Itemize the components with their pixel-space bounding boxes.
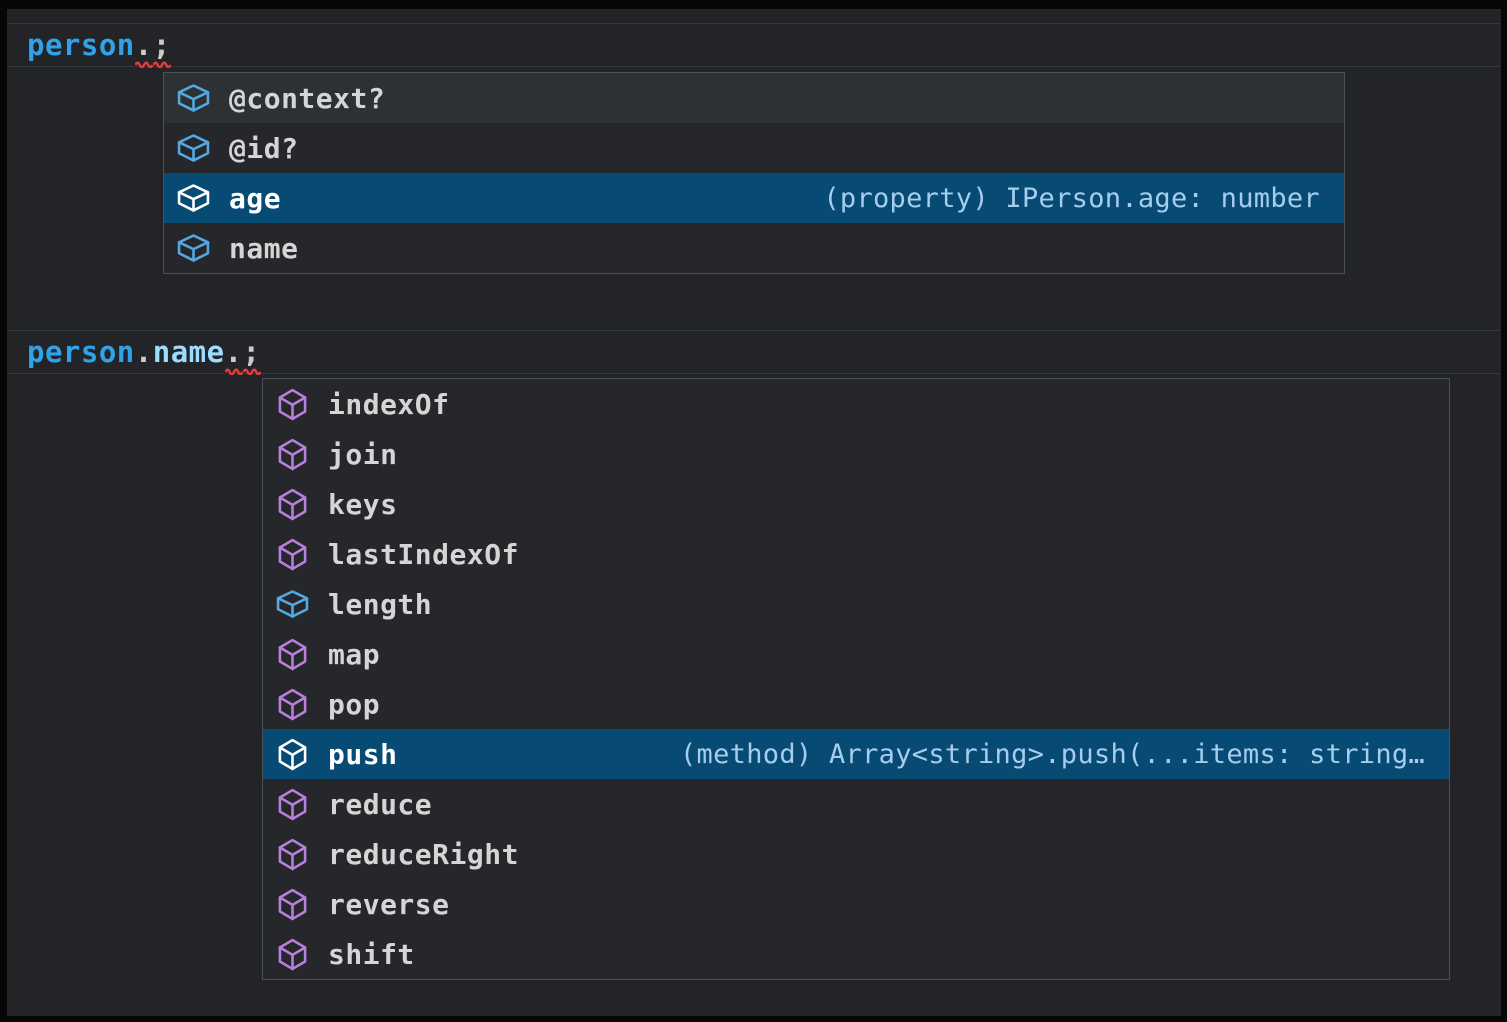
- symbol-method-icon: [276, 788, 309, 821]
- suggestion-item-length[interactable]: length: [263, 579, 1449, 629]
- symbol-method-icon: [276, 538, 309, 571]
- suggestion-item-reverse[interactable]: reverse: [263, 879, 1449, 929]
- suggestion-label: reduce: [328, 787, 433, 821]
- suggestion-label: age: [229, 181, 282, 215]
- suggestion-item-map[interactable]: map: [263, 629, 1449, 679]
- symbol-field-icon: [276, 588, 309, 621]
- code-line-1[interactable]: person.;: [7, 23, 1501, 68]
- suggestion-label: map: [328, 637, 381, 671]
- suggestion-item-context[interactable]: @context?: [164, 73, 1344, 123]
- symbol-method-icon: [276, 738, 309, 771]
- suggestion-label: lastIndexOf: [328, 537, 519, 571]
- code-token-semicolon: ;: [152, 30, 171, 68]
- symbol-method-icon: [276, 438, 309, 471]
- suggestion-item-pop[interactable]: pop: [263, 679, 1449, 729]
- suggestion-label: push: [328, 737, 398, 771]
- suggestion-item-id[interactable]: @id?: [164, 123, 1344, 173]
- symbol-method-icon: [276, 488, 309, 521]
- symbol-method-icon: [276, 688, 309, 721]
- symbol-field-icon: [177, 82, 210, 115]
- suggestion-item-name[interactable]: name: [164, 223, 1344, 273]
- symbol-method-icon: [276, 938, 309, 971]
- symbol-method-icon: [276, 388, 309, 421]
- code-token-variable: person: [27, 27, 135, 62]
- suggest-widget-2: indexOf join keys lastIndexOf: [262, 378, 1450, 980]
- code-token-semicolon: ;: [242, 337, 261, 375]
- suggestion-item-reduce[interactable]: reduce: [263, 779, 1449, 829]
- suggestion-label: length: [328, 587, 433, 621]
- code-editor[interactable]: person.; @context? @id? age: [7, 9, 1501, 1016]
- symbol-field-icon: [177, 232, 210, 265]
- suggestion-label: indexOf: [328, 387, 450, 421]
- suggestion-item-indexof[interactable]: indexOf: [263, 379, 1449, 429]
- suggestion-detail: (property) IPerson.age: number: [823, 182, 1320, 214]
- suggestion-label: shift: [328, 937, 415, 971]
- code-token-variable: person: [27, 334, 135, 369]
- symbol-field-icon: [177, 132, 210, 165]
- suggestion-label: keys: [328, 487, 398, 521]
- symbol-method-icon: [276, 888, 309, 921]
- suggestion-label: reduceRight: [328, 837, 519, 871]
- code-line-2[interactable]: person.name.;: [7, 330, 1501, 375]
- code-token-property: name: [152, 334, 225, 369]
- suggestion-item-reduceright[interactable]: reduceRight: [263, 829, 1449, 879]
- code-token-dot: .: [224, 337, 243, 375]
- suggestion-label: join: [328, 437, 398, 471]
- suggestion-label: reverse: [328, 887, 450, 921]
- suggestion-item-shift[interactable]: shift: [263, 929, 1449, 979]
- suggestion-label: @context?: [229, 81, 386, 115]
- suggestion-detail: (method) Array<string>.push(...items: st…: [680, 738, 1425, 770]
- suggestion-item-join[interactable]: join: [263, 429, 1449, 479]
- suggestion-item-lastindexof[interactable]: lastIndexOf: [263, 529, 1449, 579]
- symbol-method-icon: [276, 838, 309, 871]
- symbol-field-icon: [177, 182, 210, 215]
- suggestion-label: @id?: [229, 131, 299, 165]
- symbol-method-icon: [276, 638, 309, 671]
- suggest-widget-1: @context? @id? age (property) IPerson.ag…: [163, 72, 1345, 274]
- suggestion-item-age[interactable]: age (property) IPerson.age: number: [164, 173, 1344, 223]
- code-token-dot: .: [134, 30, 153, 68]
- suggestion-item-keys[interactable]: keys: [263, 479, 1449, 529]
- suggestion-label: name: [229, 231, 299, 265]
- code-token-dot: .: [134, 334, 153, 369]
- suggestion-label: pop: [328, 687, 381, 721]
- suggestion-item-push[interactable]: push (method) Array<string>.push(...item…: [263, 729, 1449, 779]
